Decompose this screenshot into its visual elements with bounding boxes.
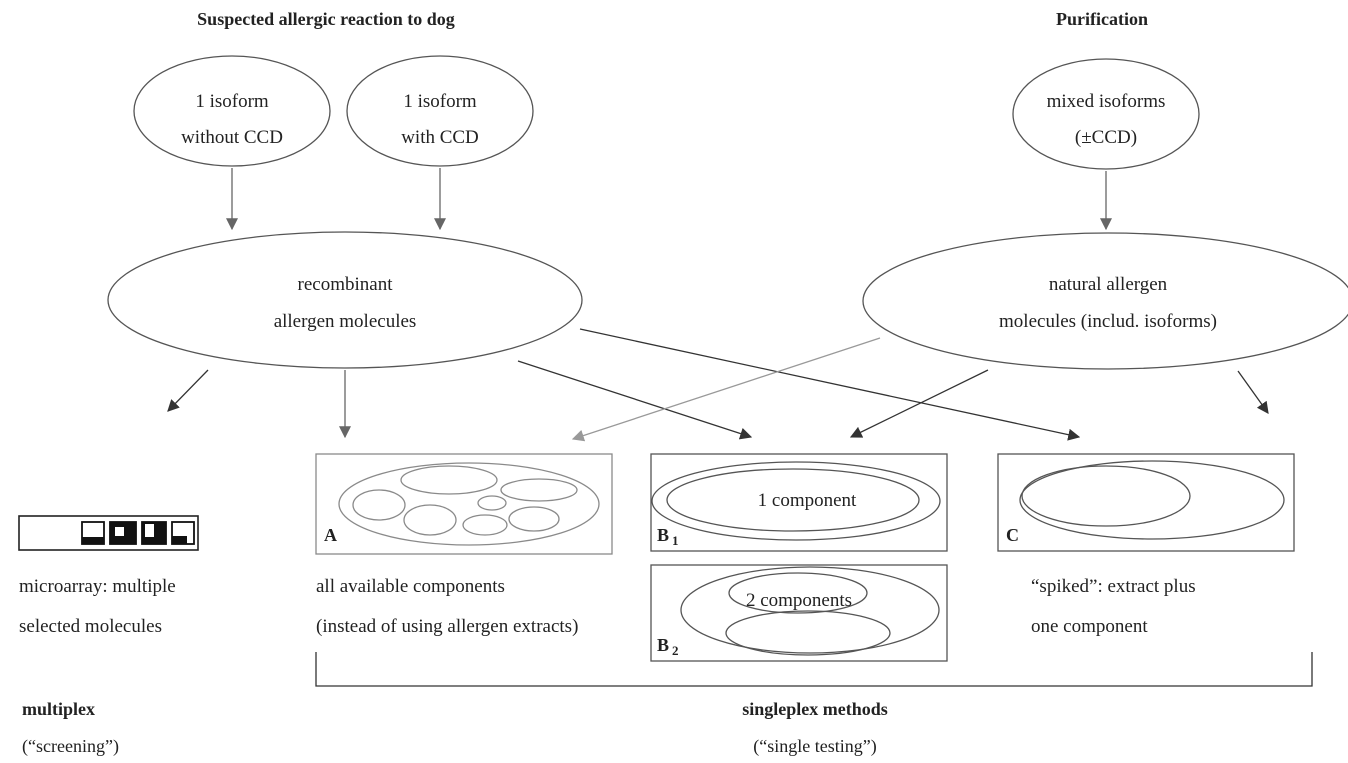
box-a-component-6 <box>462 514 508 536</box>
recombinant-line1: recombinant <box>298 274 394 295</box>
box-c-label: C <box>1006 525 1019 545</box>
microarray-cell-4-fill <box>172 536 187 544</box>
box-b2-text: 2 components <box>746 590 852 611</box>
header-purification: Purification <box>1056 9 1148 29</box>
box-b1-inner-ellipse <box>666 468 920 532</box>
natural-ellipse <box>862 232 1348 370</box>
multiplex-sublabel: (“screening”) <box>22 736 119 757</box>
caption-all-components-line1: all available components <box>316 576 505 597</box>
microarray-cell-1-fill <box>82 537 104 544</box>
microarray-frame <box>18 515 199 551</box>
microarray-cell-2-gap <box>115 527 124 536</box>
arrow-natural-to-a <box>571 337 881 442</box>
box-b2-subscript: 2 <box>672 643 679 658</box>
box-c-frame <box>997 453 1295 552</box>
isoform-with-ccd-ellipse <box>346 55 534 167</box>
isoform-with-ccd-line1: 1 isoform <box>403 91 477 112</box>
box-c-component-ellipse <box>1021 465 1191 527</box>
box-b1-label: B <box>657 525 669 545</box>
singleplex-sublabel: (“single testing”) <box>753 736 876 757</box>
box-a-component-3 <box>352 489 406 521</box>
arrow-natural-to-spiked <box>1237 370 1269 414</box>
box-b1-subscript: 1 <box>672 533 679 548</box>
caption-spiked-line1: “spiked”: extract plus <box>1031 576 1196 597</box>
box-b2-lower-ellipse <box>725 610 891 656</box>
singleplex-bracket <box>315 652 1313 687</box>
isoform-with-ccd-line2: with CCD <box>401 127 479 148</box>
header-suspected-reaction: Suspected allergic reaction to dog <box>197 9 455 29</box>
arrow-recombinant-to-microarray <box>167 369 209 412</box>
box-a-label: A <box>324 525 337 545</box>
box-a-component-5 <box>403 504 457 536</box>
caption-all-components-line2: (instead of using allergen extracts) <box>316 616 578 637</box>
isoform-without-ccd-line1: 1 isoform <box>195 91 269 112</box>
box-a-component-7 <box>508 506 560 532</box>
box-a-outer-ellipse <box>338 462 600 546</box>
box-a: A <box>315 453 613 555</box>
recombinant-ellipse <box>107 231 583 369</box>
box-b2: 2 components B 2 <box>650 564 948 662</box>
arrow-recombinant-to-c <box>579 328 1081 441</box>
box-a-frame <box>315 453 613 555</box>
isoform-without-ccd-line2: without CCD <box>181 127 283 148</box>
mixed-isoforms-node: mixed isoforms (±CCD) <box>1012 58 1200 170</box>
caption-spiked-line2: one component <box>1031 616 1148 637</box>
multiplex-label: multiplex <box>22 699 95 719</box>
caption-microarray-line1: microarray: multiple <box>19 576 176 597</box>
box-b1: 1 component B 1 <box>650 453 948 552</box>
isoform-without-ccd-ellipse <box>133 55 331 167</box>
arrow-natural-to-b1 <box>849 369 989 438</box>
box-b2-label: B <box>657 635 669 655</box>
mixed-isoforms-line1: mixed isoforms <box>1047 91 1166 112</box>
caption-microarray-line2: selected molecules <box>19 616 162 637</box>
box-b1-outer-ellipse <box>651 461 941 541</box>
box-b2-outer-ellipse <box>680 566 940 654</box>
natural-line2: molecules (includ. isoforms) <box>999 311 1217 332</box>
natural-line1: natural allergen <box>1049 274 1168 295</box>
recombinant-node: recombinant allergen molecules <box>107 231 583 369</box>
arrow-recombinant-to-b1 <box>517 360 753 440</box>
recombinant-line2: allergen molecules <box>274 311 417 332</box>
natural-node: natural allergen molecules (includ. isof… <box>862 232 1348 370</box>
box-b1-frame <box>650 453 948 552</box>
isoform-without-ccd-node: 1 isoform without CCD <box>133 55 331 167</box>
box-b1-text: 1 component <box>758 490 857 511</box>
mixed-isoforms-line2: (±CCD) <box>1075 127 1137 148</box>
box-c-extract-ellipse <box>1019 460 1285 540</box>
isoform-with-ccd-node: 1 isoform with CCD <box>346 55 534 167</box>
box-a-component-2 <box>500 478 578 502</box>
microarray-cell-3-gap <box>145 524 154 537</box>
box-c: C <box>997 453 1295 552</box>
microarray-icon <box>18 515 199 551</box>
box-a-component-4 <box>477 495 507 511</box>
box-a-component-1 <box>400 465 498 495</box>
mixed-isoforms-ellipse <box>1012 58 1200 170</box>
box-b2-upper-ellipse <box>728 572 868 614</box>
singleplex-label: singleplex methods <box>742 699 888 719</box>
